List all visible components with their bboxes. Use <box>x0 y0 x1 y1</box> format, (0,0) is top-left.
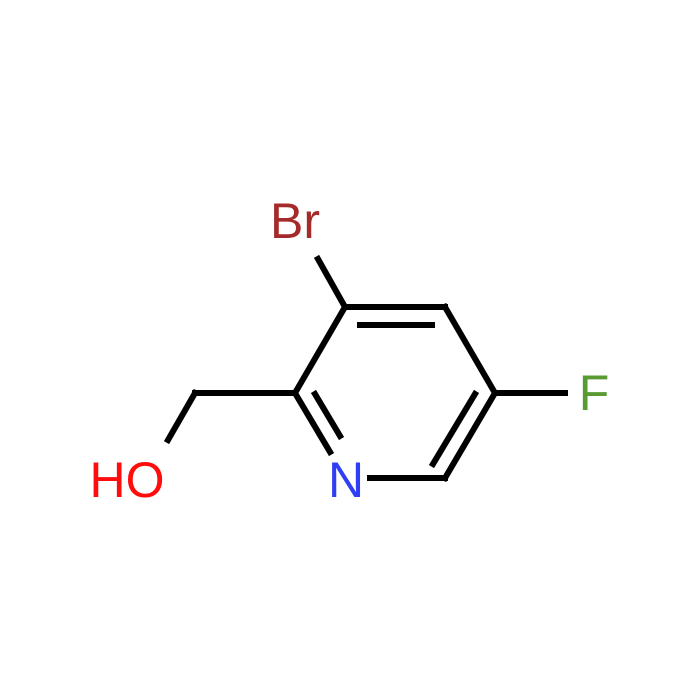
atom-labels: Br F N HO <box>90 193 610 508</box>
bond-c3-br <box>313 254 350 312</box>
bond-ch2-o <box>163 388 200 445</box>
bond-c2-c3 <box>290 302 350 398</box>
bond-c4-c5 <box>440 302 500 398</box>
bonds <box>163 254 568 483</box>
nitrogen-label: N <box>328 452 364 508</box>
bond-c5-c6 <box>440 388 500 483</box>
bond-n-c2-inner <box>310 389 345 441</box>
hydroxyl-label: HO <box>90 452 165 508</box>
bromine-label: Br <box>270 193 320 249</box>
bond-c5-c6-inner <box>428 389 480 469</box>
bond-n-c2 <box>290 388 335 457</box>
fluorine-label: F <box>579 365 610 421</box>
